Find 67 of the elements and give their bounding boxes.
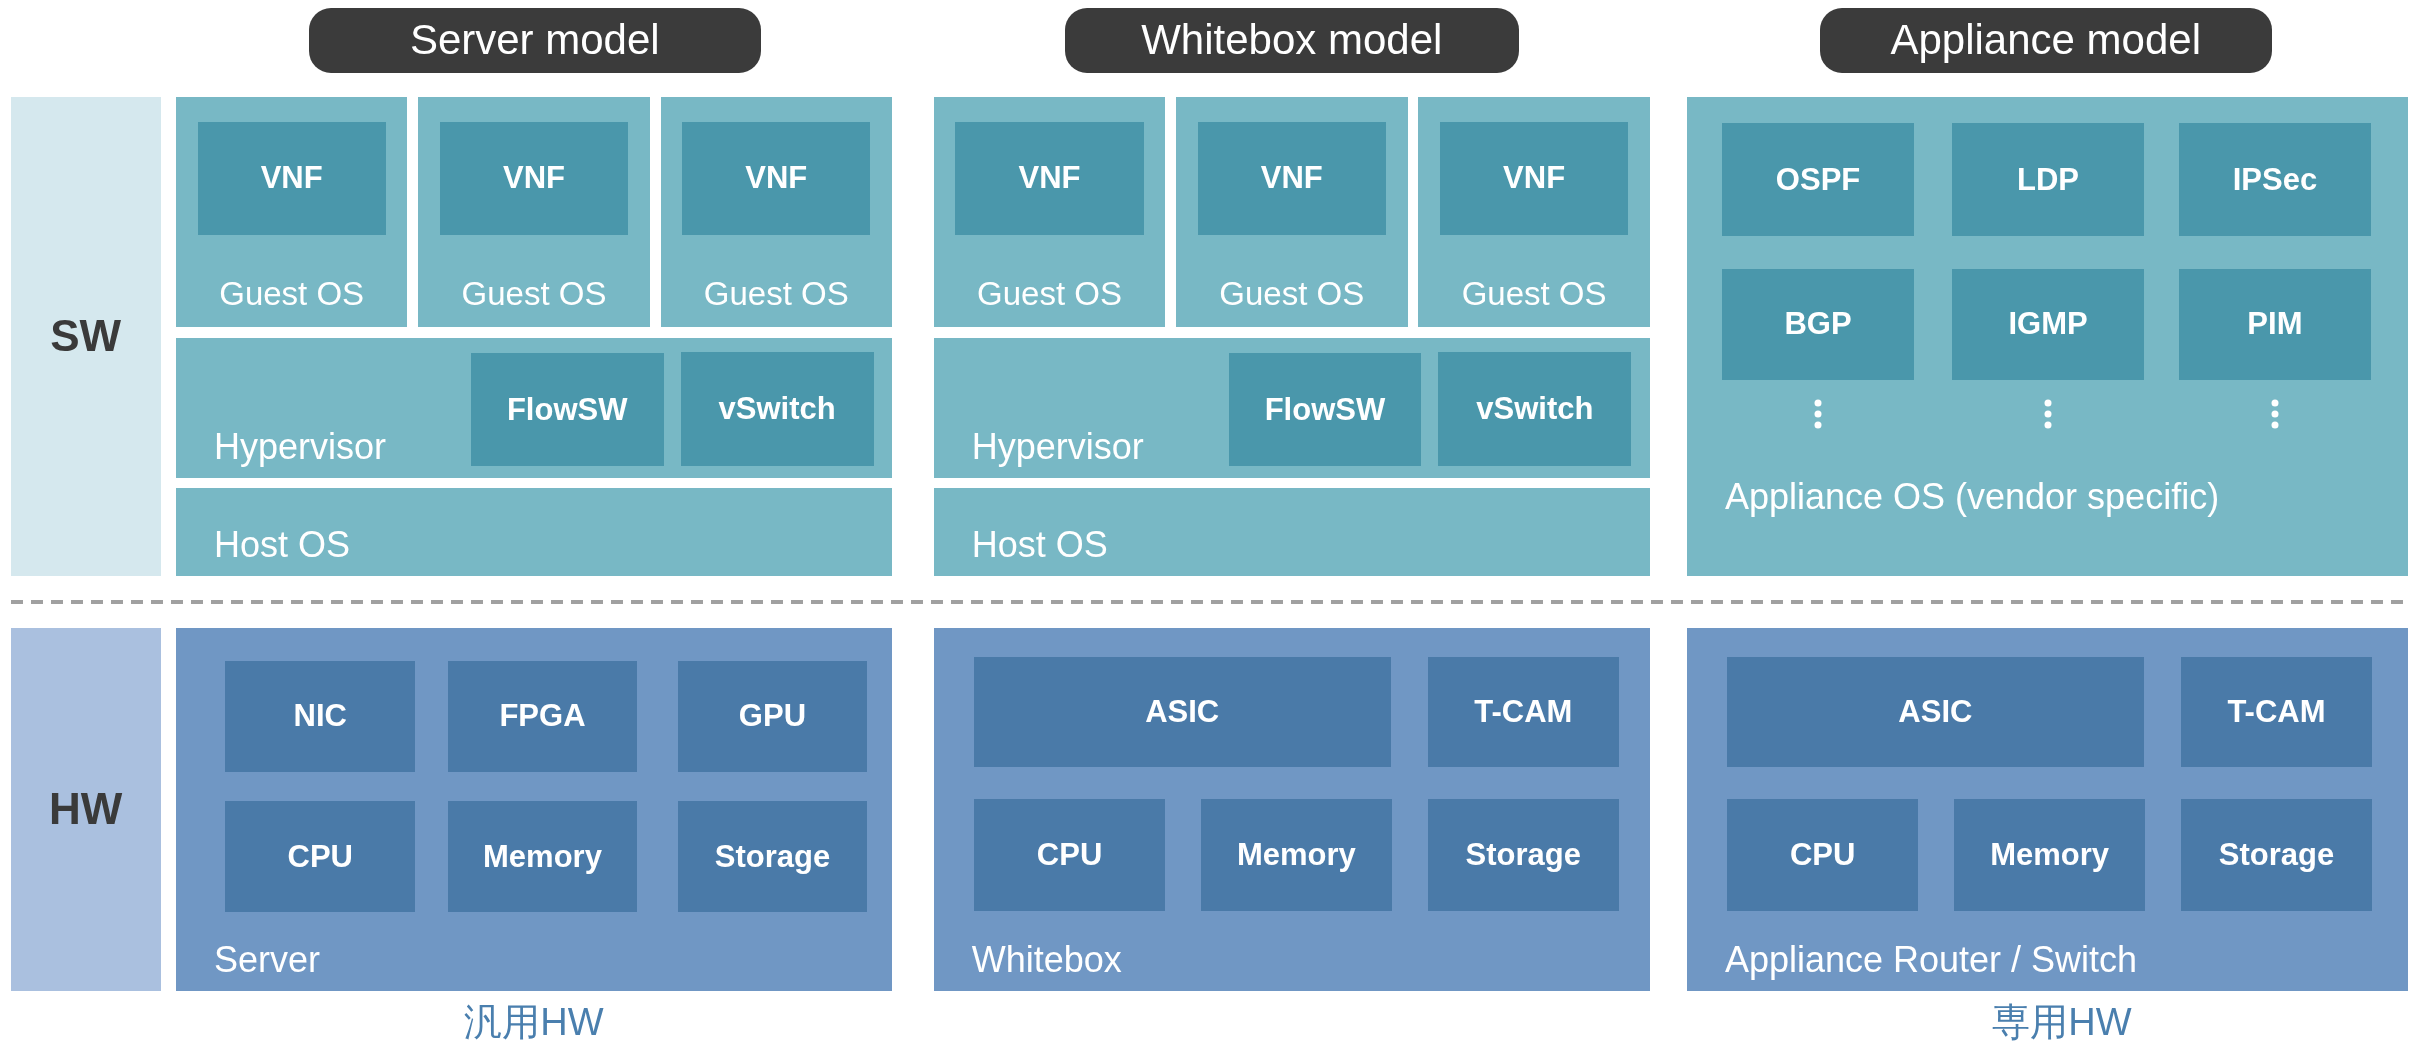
component-box: VNF: [197, 121, 386, 235]
hardware-panel: [175, 628, 893, 991]
model-title-pill: Appliance model: [1819, 7, 2272, 73]
panel-label: Guest OS: [702, 275, 850, 314]
component-box: T-CAM: [2180, 657, 2373, 768]
component-box: FlowSW: [1228, 353, 1422, 467]
component-box: ASIC: [973, 657, 1391, 768]
panel-label: Appliance OS (vendor specific): [1724, 475, 2220, 518]
component-box: Storage: [677, 801, 868, 913]
panel-label: Appliance Router / Switch: [1724, 938, 2138, 981]
component-box: vSwitch: [1438, 351, 1632, 467]
panel-label: Guest OS: [976, 275, 1123, 314]
panel-label: Guest OS: [460, 275, 608, 314]
component-box: IPSec: [2179, 123, 2371, 237]
software-layer-panel: [933, 338, 1650, 479]
component-box: Storage: [2180, 799, 2373, 911]
software-layer-panel: [175, 338, 893, 479]
component-box: IGMP: [1952, 268, 2144, 380]
guest-os-panel: [933, 97, 1166, 328]
layer-band: HW: [10, 628, 161, 991]
component-box: CPU: [1727, 799, 1919, 911]
category-label: 汎用HW: [464, 1000, 604, 1045]
panel-label: Hypervisor: [213, 426, 386, 469]
panel-label: Guest OS: [1218, 275, 1366, 314]
category-label: 専用HW: [1992, 1000, 2132, 1045]
component-box: Memory: [447, 801, 638, 913]
component-box: OSPF: [1722, 123, 1914, 237]
panel-label: Hypervisor: [971, 426, 1144, 469]
panel-label: Server: [213, 938, 320, 981]
guest-os-panel: [1176, 97, 1408, 328]
component-box: CPU: [973, 799, 1166, 911]
component-box: Memory: [1953, 799, 2146, 911]
panel-label: Guest OS: [218, 275, 366, 314]
component-box: LDP: [1952, 123, 2144, 237]
panel-label: Guest OS: [1460, 275, 1608, 314]
component-box: FPGA: [447, 660, 638, 772]
software-layer-panel: [933, 487, 1650, 576]
component-box: Storage: [1427, 799, 1619, 911]
component-box: vSwitch: [680, 351, 874, 467]
component-box: VNF: [1439, 121, 1629, 235]
guest-os-panel: [175, 97, 408, 328]
layer-band: SW: [10, 97, 161, 576]
component-box: VNF: [682, 121, 871, 235]
hardware-panel: [1686, 628, 2408, 991]
component-box: FlowSW: [470, 353, 664, 467]
component-box: VNF: [439, 121, 629, 235]
component-box: PIM: [2179, 268, 2371, 380]
component-box: VNF: [1197, 121, 1386, 235]
panel-label: Host OS: [971, 523, 1108, 566]
component-box: Memory: [1200, 799, 1393, 911]
panel-label: Host OS: [213, 523, 350, 566]
component-box: T-CAM: [1427, 657, 1619, 768]
model-title-pill: Server model: [308, 7, 761, 73]
component-box: BGP: [1722, 268, 1914, 380]
guest-os-panel: [660, 97, 893, 328]
component-box: GPU: [677, 660, 868, 772]
panel-label: Whitebox: [971, 938, 1122, 981]
guest-os-panel: [1418, 97, 1650, 328]
os-panel: [1686, 97, 2408, 576]
component-box: ASIC: [1727, 657, 2144, 768]
guest-os-panel: [418, 97, 650, 328]
component-box: CPU: [225, 801, 416, 913]
model-title-pill: Whitebox model: [1064, 7, 1519, 73]
component-box: VNF: [955, 121, 1144, 235]
component-box: NIC: [225, 660, 416, 772]
hardware-panel: [933, 628, 1650, 991]
software-layer-panel: [175, 487, 893, 576]
